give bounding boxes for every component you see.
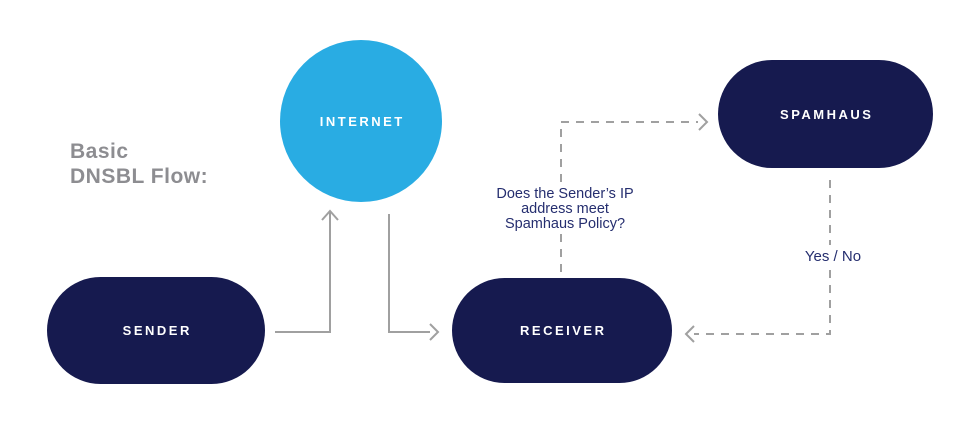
yes-no-annotation: Yes / No [796, 245, 870, 268]
diagram-title-line2: DNSBL Flow: [70, 165, 209, 188]
question-line2: address meet [521, 201, 609, 217]
arrow-internet-to-receiver [388, 214, 430, 333]
diagram-title: Basic DNSBL Flow: [70, 139, 208, 189]
node-receiver-label: RECEIVER [520, 323, 607, 338]
node-internet: INTERNET [280, 40, 442, 202]
arrowhead-right-icon [429, 323, 440, 341]
diagram-title-line1: Basic [70, 140, 129, 163]
question-line3: Spamhaus Policy? [504, 216, 626, 232]
arrowhead-right-dashed-icon [698, 113, 709, 131]
node-sender-label: SENDER [122, 323, 192, 338]
node-internet-label: INTERNET [319, 113, 405, 129]
question-annotation: Does the Sender’s IP address meet Spamha… [473, 185, 657, 234]
arrowhead-up-icon [321, 209, 339, 221]
question-line1: Does the Sender’s IP [496, 186, 634, 202]
arrow-sender-to-internet [275, 212, 331, 333]
node-sender: SENDER [47, 277, 265, 384]
arrowhead-left-dashed-icon [684, 325, 695, 343]
node-spamhaus: SPAMHAUS [718, 60, 933, 168]
node-spamhaus-label: SPAMHAUS [780, 106, 874, 122]
arrow-spamhaus-to-receiver [694, 180, 831, 335]
node-receiver: RECEIVER [452, 278, 672, 383]
